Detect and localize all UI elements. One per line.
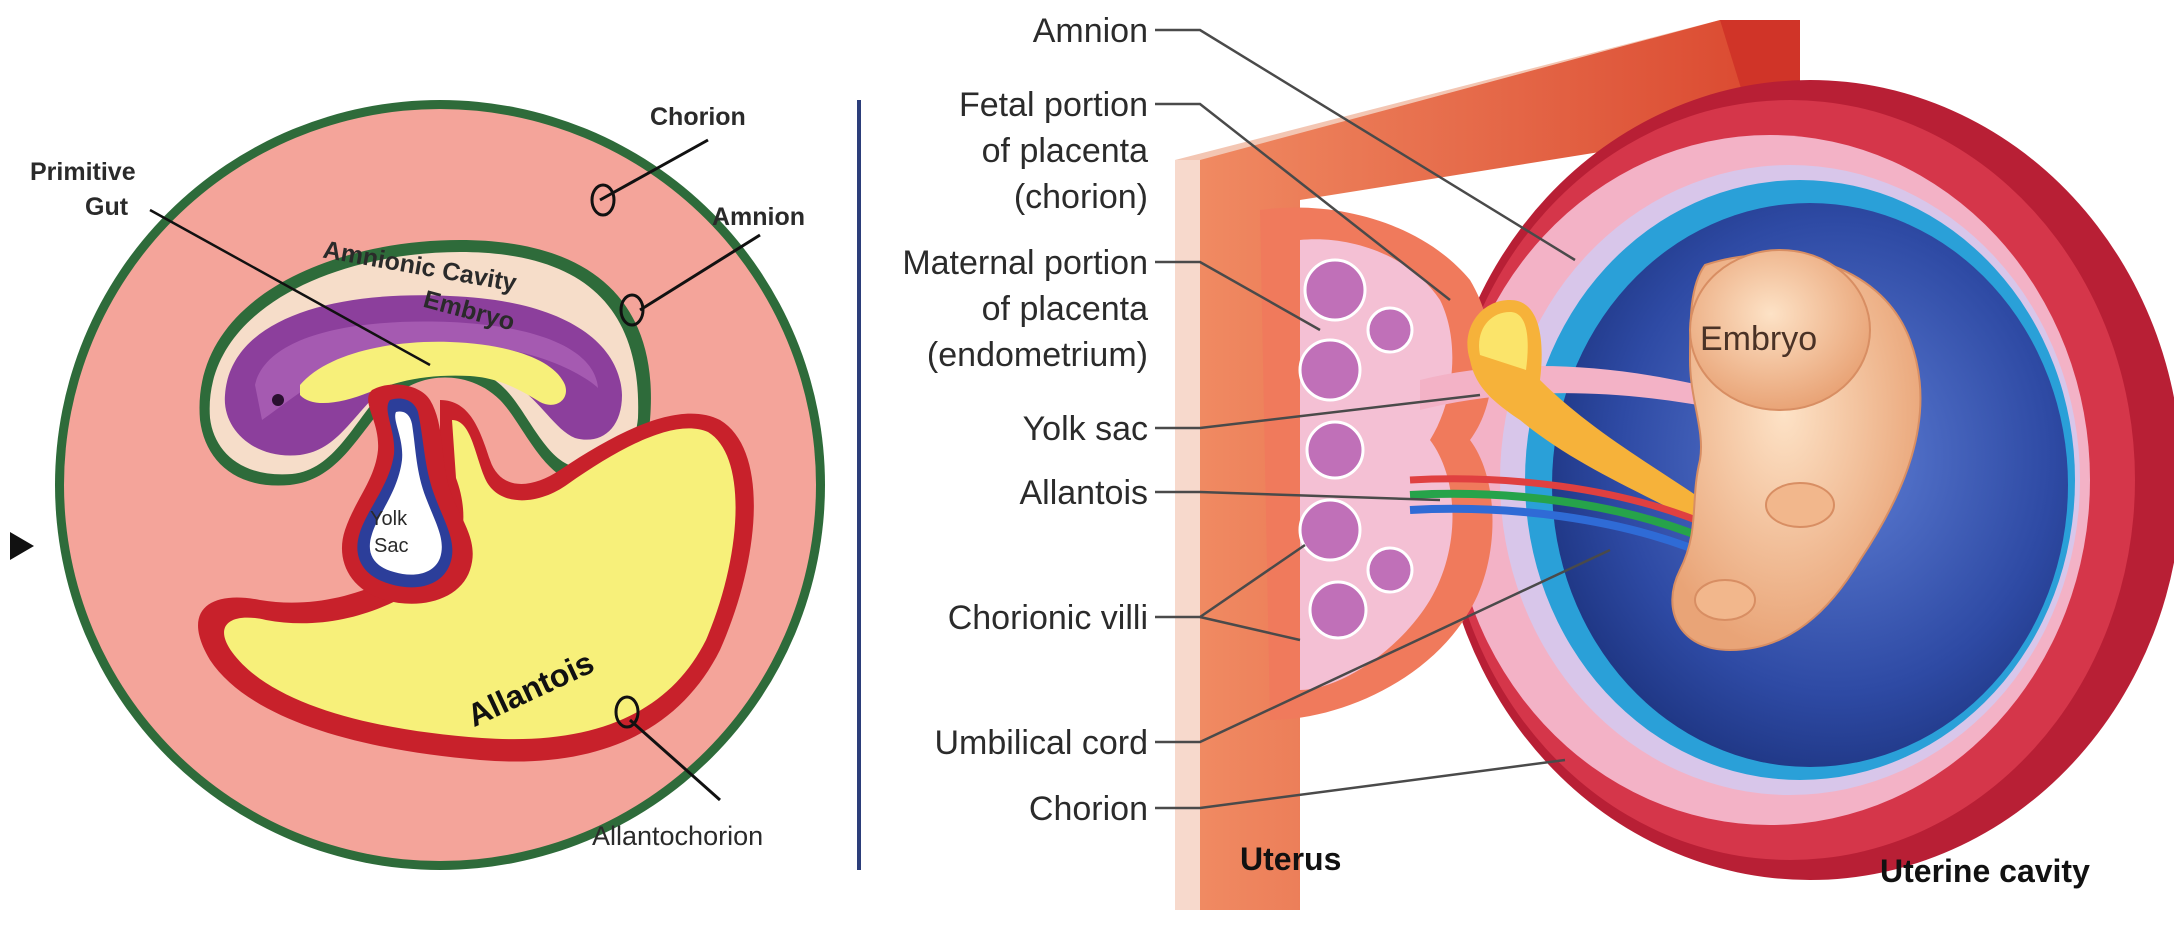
right-label-chorion: Chorion xyxy=(1029,790,1148,828)
right-label-maternal-portion-line2: of placenta xyxy=(982,290,1148,328)
panel-divider xyxy=(857,100,861,870)
right-label-fetal-portion-line3: (chorion) xyxy=(1014,178,1148,216)
villus-cluster xyxy=(1368,308,1412,352)
right-label-embryo: Embryo xyxy=(1700,320,1817,358)
right-label-yolk-sac: Yolk sac xyxy=(1023,410,1148,448)
left-label-allantochorion: Allantochorion xyxy=(592,821,763,851)
right-label-maternal-portion-line3: (endometrium) xyxy=(927,336,1148,374)
right-label-fetal-portion-line2: of placenta xyxy=(982,132,1148,170)
villus-cluster xyxy=(1307,422,1363,478)
right-label-uterus: Uterus xyxy=(1240,841,1341,877)
right-label-amnion: Amnion xyxy=(1033,12,1148,50)
embryo-limb-bud xyxy=(1695,580,1755,620)
villus-cluster xyxy=(1310,582,1366,638)
right-label-allantois: Allantois xyxy=(1019,474,1148,512)
right-label-maternal-portion-line1: Maternal portion xyxy=(902,244,1148,282)
left-label-primitive-gut-line1: Primitive xyxy=(30,158,136,186)
right-label-uterine-cavity: Uterine cavity xyxy=(1880,853,2090,889)
right-diagram: Amnion Fetal portion of placenta (chorio… xyxy=(902,12,2174,910)
right-label-fetal-portion-line1: Fetal portion xyxy=(959,86,1148,124)
villus-cluster xyxy=(1300,500,1360,560)
right-label-umbilical-cord: Umbilical cord xyxy=(935,724,1149,762)
left-label-sac: Sac xyxy=(374,535,408,557)
left-label-amnion: Amnion xyxy=(712,203,805,231)
villus-cluster xyxy=(1300,340,1360,400)
right-label-chorionic-villi: Chorionic villi xyxy=(948,599,1148,637)
villus-cluster xyxy=(1305,260,1365,320)
left-label-primitive-gut-line2: Gut xyxy=(85,193,129,221)
embryo-dot xyxy=(272,394,284,406)
embryo-limb-bud xyxy=(1766,483,1834,527)
left-label-chorion: Chorion xyxy=(650,103,746,131)
left-diagram: Chorion Primitive Gut Amnion Amnionic Ca… xyxy=(10,40,861,870)
left-label-yolk: Yolk xyxy=(370,508,408,530)
villus-cluster xyxy=(1368,548,1412,592)
